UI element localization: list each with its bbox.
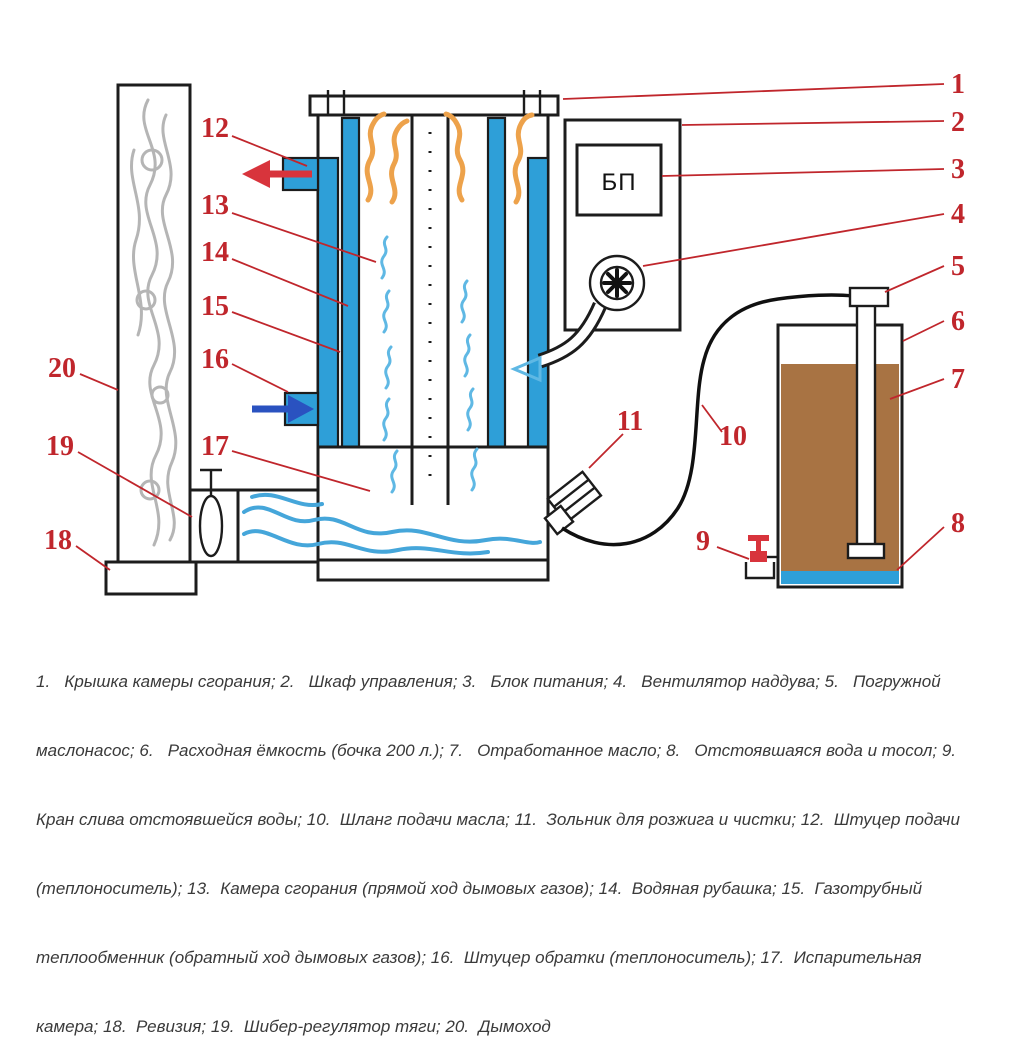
legend-line: Кран слива отстоявшейся воды; 10. Шланг … [36, 810, 960, 829]
combustion-lid [308, 94, 560, 117]
outlet-arrow-icon [242, 160, 270, 188]
supply-outlet [242, 156, 320, 192]
legend-line: 1. Крышка камеры сгорания; 2. Шкаф управ… [36, 672, 941, 691]
callout-1: 1 [951, 69, 965, 100]
damper-duct [188, 468, 320, 564]
callout-12: 12 [201, 113, 229, 144]
hose-fitting [543, 504, 575, 536]
chimney [104, 83, 198, 596]
callout-17: 17 [201, 431, 229, 462]
power-supply-label: БП [602, 169, 637, 196]
waste-oil [781, 364, 899, 571]
submersible-pump [846, 286, 890, 560]
revision-base [104, 560, 198, 596]
legend-line: камера; 18. Ревизия; 19. Шибер-регулятор… [36, 1017, 551, 1036]
oil-hose [561, 293, 854, 547]
return-inlet [252, 391, 320, 427]
flame-orange-icon [364, 111, 535, 205]
callout-13: 13 [201, 190, 229, 221]
callout-7: 7 [951, 364, 965, 395]
smoke-icon [129, 98, 178, 547]
drain-tap [744, 535, 778, 580]
callout-lines [75, 83, 945, 571]
callout-6: 6 [951, 306, 965, 337]
legend: 1. Крышка камеры сгорания; 2. Шкаф управ… [36, 624, 992, 1061]
callout-11: 11 [617, 406, 643, 437]
settled-water-layer [781, 571, 899, 584]
callout-15: 15 [201, 291, 229, 322]
legend-line: маслонасос; 6. Расходная ёмкость (бочка … [36, 741, 956, 760]
callout-14: 14 [201, 237, 229, 268]
callout-8: 8 [951, 508, 965, 539]
callout-5: 5 [951, 251, 965, 282]
callout-3: 3 [951, 154, 965, 185]
boiler-body [308, 90, 560, 582]
fan-icon [510, 254, 646, 383]
air-arrow-icon [510, 355, 542, 383]
damper-disc [198, 494, 224, 558]
legend-line: теплообменник (обратный ход дымовых газо… [36, 948, 922, 967]
callout-19: 19 [46, 431, 74, 462]
callout-numbers: 1 2 3 4 5 6 7 8 9 10 11 12 13 14 15 16 1… [44, 69, 965, 557]
callout-9: 9 [696, 526, 710, 557]
callout-20: 20 [48, 353, 76, 384]
callout-4: 4 [951, 199, 965, 230]
inlet-arrow-icon [288, 395, 314, 423]
boiler-schematic: БП [44, 69, 965, 596]
power-supply-box [575, 143, 663, 217]
combustion-chamber [410, 115, 450, 505]
callout-2: 2 [951, 107, 965, 138]
callout-16: 16 [201, 344, 229, 375]
oil-flow-lines [242, 492, 542, 556]
callout-10: 10 [719, 421, 747, 452]
legend-line: (теплоноситель); 13. Камера сгорания (пр… [36, 879, 923, 898]
callout-18: 18 [44, 525, 72, 556]
